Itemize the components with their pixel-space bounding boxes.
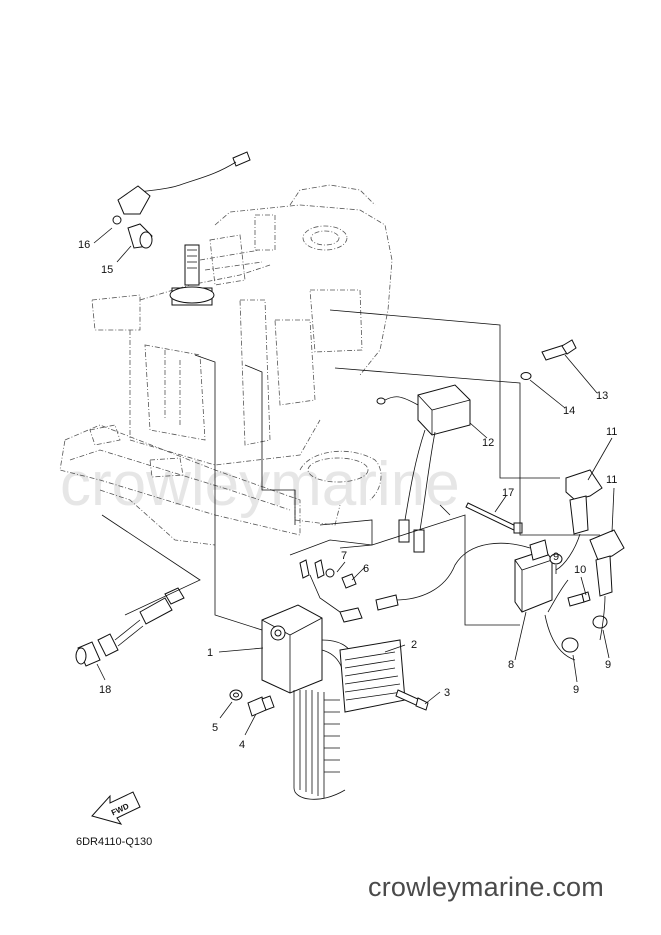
part-9-caps [544,553,608,661]
callout-10: 10 [574,564,586,576]
callout-11a: 11 [606,426,617,438]
site-footer: crowleymarine.com [368,872,604,902]
callout-16: 16 [78,239,90,251]
callout-9a: 9 [553,551,559,563]
watermark-text: crowleymarine [60,450,460,519]
part-17-cable-tie [465,502,523,534]
part-13-bolt [541,339,577,361]
part-10-bolt [567,591,591,607]
callout-14: 14 [563,405,575,417]
callout-17: 17 [502,487,514,499]
callout-6: 6 [363,563,369,575]
part-14-washer [520,372,532,380]
group-lines [101,309,600,631]
connector-terminals [299,559,363,623]
callout-18: 18 [99,684,111,696]
spark-plug-area [169,244,215,306]
callout-7: 7 [341,550,347,562]
callout-9c: 9 [605,659,611,671]
part-8-ignition-coil [375,539,553,613]
callout-11b: 11 [606,474,617,486]
part-12-control-unit [376,384,471,553]
callout-12: 12 [482,437,494,449]
powerhead-ghost [91,184,393,466]
leader-lines [93,227,615,736]
bracket-ghost [59,424,301,546]
diagram-code: 6DR4110-Q130 [76,836,153,848]
part-16-sensor-lead [112,151,251,225]
part-1-cdi-unit [261,604,356,694]
callout-3: 3 [444,687,450,699]
fwd-arrow-icon: FWD [91,791,141,825]
callout-15: 15 [101,264,113,276]
callout-13: 13 [596,390,608,402]
callouts: 1 2 3 4 5 6 7 8 9 9 9 10 11 11 12 13 14 … [78,239,617,751]
part-15-sensor [127,223,153,249]
part-18-sensor [75,587,185,667]
callout-8: 8 [508,659,514,671]
part-3-bolt [395,689,429,711]
part-11-plug-caps [555,469,625,641]
part-4-bolt [247,695,275,717]
callout-4: 4 [239,739,245,751]
callout-5: 5 [212,722,218,734]
callout-9b: 9 [573,684,579,696]
callout-1: 1 [207,647,213,659]
part-2-connector-bank [293,639,406,800]
part-5-washer [229,689,243,701]
callout-2: 2 [411,639,417,651]
